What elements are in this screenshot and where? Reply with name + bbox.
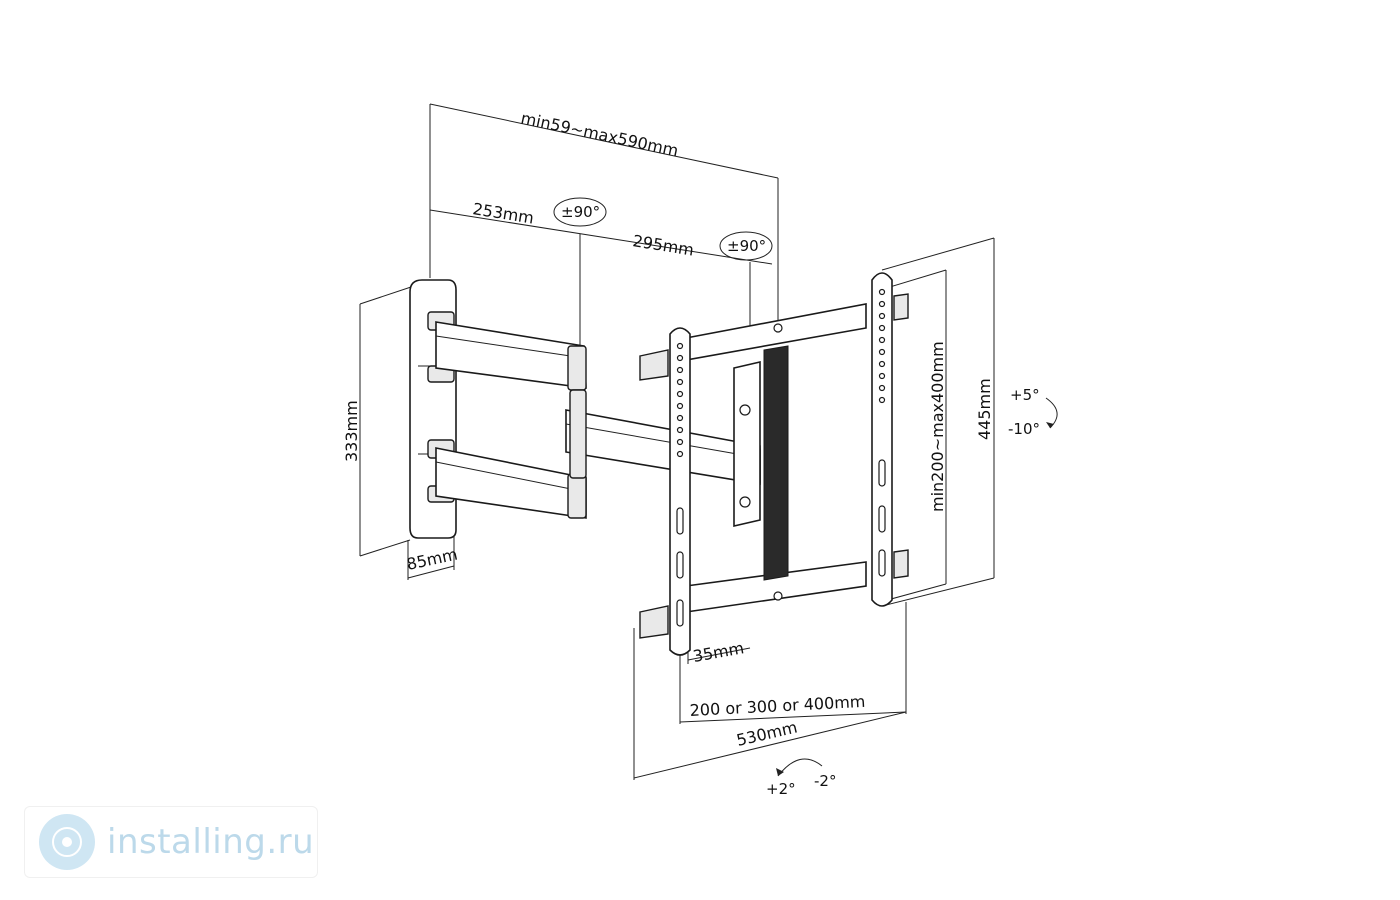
level-minus-label: -2° [814,772,836,790]
swivel-indicator-2: ±90° [719,231,773,261]
vesa-horizontal-label: 200 or 300 or 400mm [689,692,866,720]
arm2-label: 295mm [631,231,695,259]
bracket-height-label: 445mm [975,378,994,440]
tilt-indicator: +5° -10° [1008,386,1058,438]
left-vesa-rail [639,327,691,656]
swivel-1-label: ±90° [561,203,600,221]
wall-plate-width-label: 85mm [405,545,459,574]
plate-width-label: 530mm [735,718,799,750]
level-plus-label: +2° [766,780,796,798]
dimension-lines [359,103,995,780]
level-indicator: +2° -2° [766,758,836,798]
tilt-down-label: -10° [1008,420,1040,438]
watermark-text: installing.ru [107,822,315,862]
wall-plate-height-label: 333mm [342,400,361,462]
wall-plate [409,279,457,539]
arm1-label: 253mm [471,199,535,227]
vesa-vertical-label: min200~max400mm [928,341,947,512]
tilt-up-label: +5° [1010,386,1040,404]
watermark-logo-icon [39,814,95,870]
right-vesa-rail [871,272,909,607]
articulating-arms [435,321,761,519]
center-bracket [685,303,867,613]
total-extension-label: min59~max590mm [519,108,680,160]
profile-depth-label: 35mm [691,638,745,666]
swivel-2-label: ±90° [727,237,766,255]
watermark: installing.ru [24,806,318,878]
swivel-indicator-1: ±90° [553,197,607,227]
